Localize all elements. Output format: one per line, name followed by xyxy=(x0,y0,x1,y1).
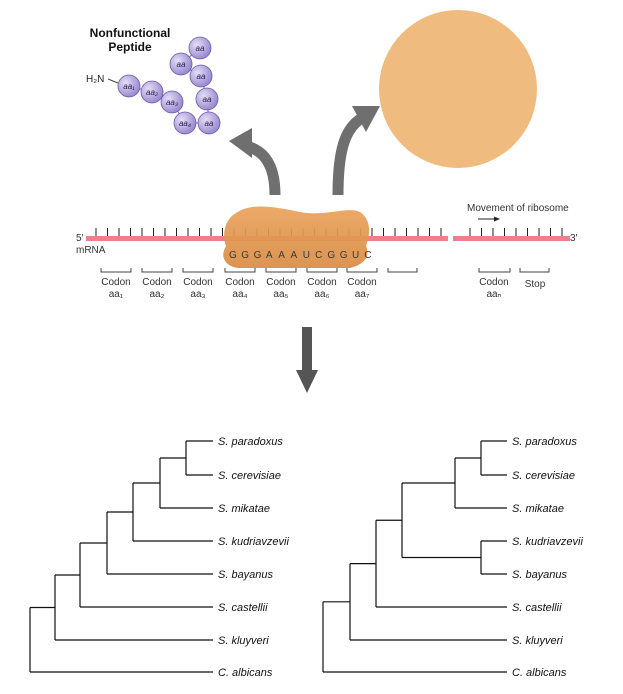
final-codon: Codon aaₙ xyxy=(478,268,511,300)
amino-acid-group: aa aa aa aa aa aa₁ aa₂ aa₃ aa₄ xyxy=(117,36,221,135)
codon-word: Codon xyxy=(225,277,254,288)
codon-word: Codon xyxy=(183,277,212,288)
nucleotide: A xyxy=(278,250,285,261)
codon-word: Codon xyxy=(266,277,295,288)
amine-terminus: H₂N xyxy=(86,74,104,85)
peptide-title-line1: Nonfunctional xyxy=(90,26,171,40)
amino-acid: aa xyxy=(197,111,221,135)
codon-word: Codon xyxy=(142,277,171,288)
stop-label: Stop xyxy=(525,279,546,290)
species-label: S. kudriavzevii xyxy=(512,536,583,548)
nucleotide: U xyxy=(303,250,310,261)
down-arrow xyxy=(296,327,318,393)
nucleotide: A xyxy=(291,250,298,261)
amino-acid-label: aa xyxy=(196,44,205,53)
folded-protein xyxy=(379,10,537,168)
peptide-bond xyxy=(107,78,119,84)
species-label: S. paradoxus xyxy=(218,436,283,448)
species-label: C. albicans xyxy=(512,667,567,679)
species-label: S. bayanus xyxy=(218,569,274,581)
species-label: S. mikatae xyxy=(218,503,270,515)
species-label: S. castellii xyxy=(218,602,268,614)
nucleotide: G xyxy=(327,250,335,261)
ribosome xyxy=(223,206,370,268)
amino-acid-label: aa₃ xyxy=(166,98,178,107)
nucleotide: A xyxy=(266,250,273,261)
amino-acid-label: aa xyxy=(177,60,186,69)
final-codon-aa: aaₙ xyxy=(486,289,501,300)
amino-acid-label: aa xyxy=(203,95,212,104)
nucleotide: G xyxy=(229,250,237,261)
nucleotide: U xyxy=(352,250,359,261)
codon-word: Codon xyxy=(347,277,376,288)
right-phylogenetic-tree: S. paradoxus S. cerevisiae S. mikatae S. ku… xyxy=(322,436,583,679)
nucleotide: G xyxy=(340,250,348,261)
amino-acid: aa xyxy=(169,52,193,76)
translation-diagram: Nonfunctional Peptide H₂N aaaaaaaaaaaa₁a… xyxy=(76,10,578,300)
codon-amino-acid: aa₇ xyxy=(355,289,370,300)
peptide-chain: H₂N aa aa aa aa aa aa₁ aa₂ aa₃ aa₄ xyxy=(86,36,221,135)
left-curved-arrow xyxy=(229,128,281,196)
nucleotide: G xyxy=(241,250,249,261)
peptide-title-line2: Peptide xyxy=(108,40,152,54)
five-prime-label: 5′ xyxy=(76,233,84,244)
amino-acid: aa₄ xyxy=(173,111,197,135)
amino-acid-label: aa xyxy=(197,72,206,81)
mrna-label: mRNA xyxy=(76,245,106,256)
amino-acid-label: aa₄ xyxy=(179,119,191,128)
codon-amino-acid: aa₅ xyxy=(273,289,288,300)
species-label: S. paradoxus xyxy=(512,436,577,448)
species-label: S. castellii xyxy=(512,602,562,614)
nucleotide: C xyxy=(315,250,322,261)
amino-acid: aa xyxy=(195,87,219,111)
species-label: S. kluyveri xyxy=(218,635,269,647)
codon-word: Codon xyxy=(307,277,336,288)
amino-acid: aa xyxy=(188,36,212,60)
codon-amino-acid: aa₄ xyxy=(232,289,247,300)
nucleotide: C xyxy=(364,250,371,261)
left-phylogenetic-tree: S. paradoxus S. cerevisiae S. mikatae S. ku… xyxy=(29,436,289,679)
amino-acid-label: aa₂ xyxy=(146,88,158,97)
amino-acid: aa₃ xyxy=(160,90,184,114)
amino-acid: aa₁ xyxy=(117,74,141,98)
codon-word: Codon xyxy=(101,277,130,288)
stop-codon: Stop xyxy=(519,268,550,290)
final-codon-word: Codon xyxy=(479,277,508,288)
codon-amino-acid: aa₁ xyxy=(109,289,124,300)
species-label: S. cerevisiae xyxy=(512,470,575,482)
amino-acid-label: aa₁ xyxy=(123,82,135,91)
three-prime-label: 3′ xyxy=(570,233,578,244)
species-label: S. mikatae xyxy=(512,503,564,515)
codon-labels: Codonaa₁Codonaa₂Codonaa₃Codonaa₄Codonaa₅… xyxy=(100,268,378,300)
species-label: S. bayanus xyxy=(512,569,568,581)
species-label: S. kluyveri xyxy=(512,635,563,647)
species-label: S. cerevisiae xyxy=(218,470,281,482)
species-label: S. kudriavzevii xyxy=(218,536,289,548)
nucleotide: G xyxy=(254,250,262,261)
right-curved-arrow xyxy=(332,106,380,196)
movement-arrow xyxy=(478,216,500,222)
codon-amino-acid: aa₃ xyxy=(190,289,205,300)
amino-acid: aa xyxy=(189,64,213,88)
species-label: C. albicans xyxy=(218,667,273,679)
codon-amino-acid: aa₂ xyxy=(149,289,164,300)
empty-codon-bracket xyxy=(387,268,418,273)
amino-acid-label: aa xyxy=(205,119,214,128)
codon-amino-acid: aa₆ xyxy=(314,289,329,300)
amino-acid: aa₂ xyxy=(140,80,164,104)
movement-label: Movement of ribosome xyxy=(467,203,569,214)
